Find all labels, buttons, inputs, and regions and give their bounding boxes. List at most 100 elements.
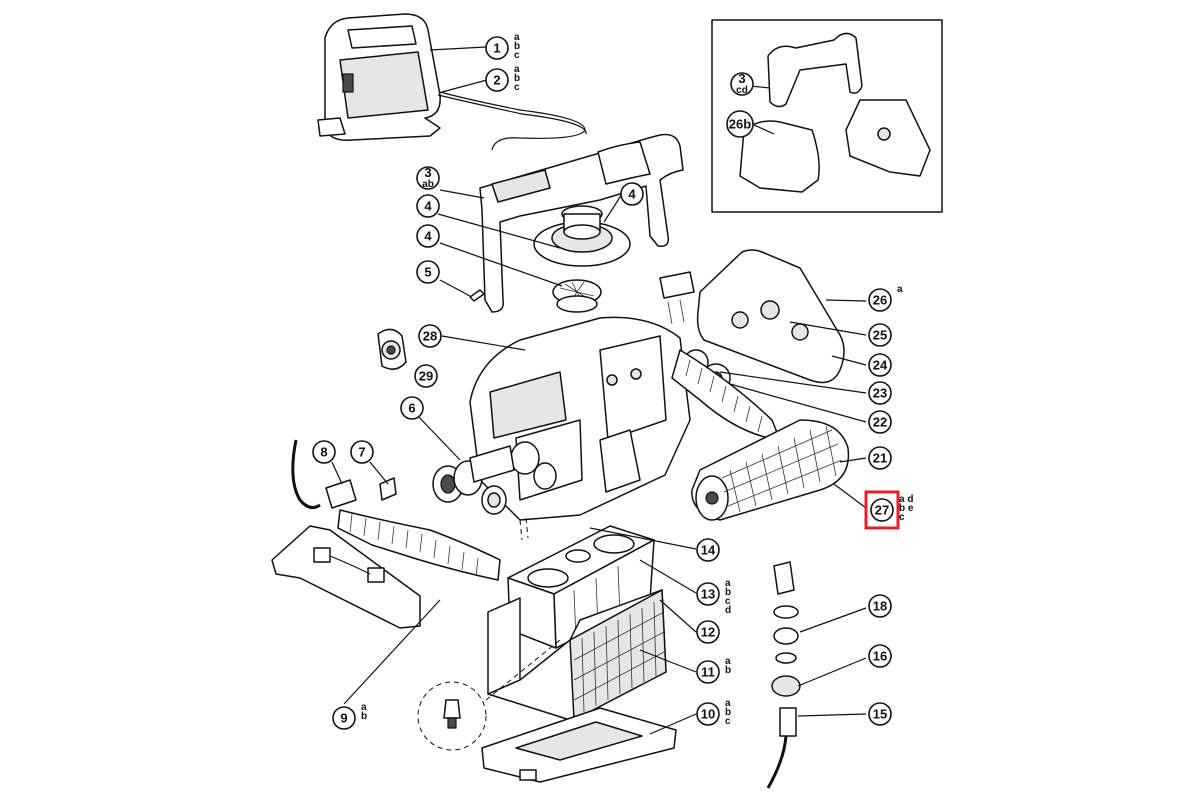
- callout-circle: [620, 182, 644, 206]
- callout-variant: c: [899, 512, 905, 523]
- hose-drawing: [291, 439, 397, 510]
- callout-c27: 27 a db ec: [870, 494, 914, 523]
- roller-bearings-drawing: [432, 445, 515, 515]
- callout-c24: 24: [868, 353, 892, 377]
- callout-circle: [868, 594, 892, 618]
- callout-variant: b e: [899, 503, 914, 514]
- callout-c16: 16: [868, 644, 892, 668]
- callout-variant: a: [514, 64, 520, 75]
- callout-number: 18: [873, 599, 887, 614]
- callout-circle: [312, 440, 336, 464]
- tracks-drawing: [337, 349, 781, 581]
- callout-number: 8: [320, 445, 327, 460]
- callout-variant: b: [725, 707, 731, 718]
- callout-circle: [485, 36, 509, 60]
- callout-number: 3: [424, 165, 431, 180]
- callout-c25: 25: [868, 323, 892, 347]
- callout-circle: [485, 68, 509, 92]
- bottom-frame-drawing: [271, 525, 421, 629]
- callout-number: 22: [873, 415, 887, 430]
- callout-c18: 18: [868, 594, 892, 618]
- callout-c12: 12: [696, 620, 720, 644]
- callout-c23: 23: [868, 381, 892, 405]
- callout-c26: 26 a: [868, 284, 903, 312]
- callout-variant: a d: [899, 494, 913, 505]
- inset-box: [711, 19, 943, 213]
- callout-c14: 14: [696, 538, 720, 562]
- valve-detail-drawing: [417, 517, 561, 751]
- callout-number: 26: [873, 293, 887, 308]
- callout-circle: [696, 538, 720, 562]
- leader-lines: [331, 46, 867, 735]
- callout-circle: [726, 110, 754, 138]
- callout-c4a: 4: [620, 182, 644, 206]
- callout-circle: [868, 446, 892, 470]
- callout-variant: c: [725, 596, 731, 607]
- callout-number: 5: [424, 265, 431, 280]
- callout-c15: 15: [868, 702, 892, 726]
- callout-number: 28: [423, 329, 437, 344]
- callout-variant: a: [725, 656, 731, 667]
- callout-circle: [696, 620, 720, 644]
- callout-c9: 9ab: [332, 702, 367, 730]
- callout-variant: a: [361, 702, 367, 713]
- callout-circle: [868, 353, 892, 377]
- swivel-kit-drawing: [766, 561, 801, 789]
- callout-c21: 21: [868, 446, 892, 470]
- callout-variant: b: [514, 41, 520, 52]
- callout-circle: [868, 644, 892, 668]
- callout-variant: b: [514, 73, 520, 84]
- callout-circle: [696, 660, 720, 684]
- callout-number: 11: [701, 665, 715, 680]
- callout-c4b: 4: [416, 194, 440, 218]
- callout-circle: [868, 381, 892, 405]
- callout-circle: [416, 194, 440, 218]
- filter-basket-drawing: [487, 589, 667, 721]
- swivel-drawing: [377, 328, 407, 370]
- callout-variant: a: [897, 284, 903, 295]
- brush-roller-drawing: [691, 419, 850, 521]
- bottom-plate-drawing: [481, 707, 677, 783]
- callout-variant: c: [514, 82, 520, 93]
- callout-circle: [416, 260, 440, 284]
- callout-circle: [696, 702, 720, 726]
- handle-drawing: [479, 133, 684, 313]
- callout-circle: [868, 323, 892, 347]
- callout-circle: [868, 288, 892, 312]
- callout-variant: c: [514, 50, 520, 61]
- callout-number: 27: [875, 503, 889, 518]
- parts-artwork: [271, 13, 943, 789]
- callout-number: 24: [873, 358, 888, 373]
- callout-number: 3: [738, 71, 745, 86]
- callout-c3ab: 3ab: [416, 165, 440, 190]
- callout-circle: [868, 410, 892, 434]
- callout-circle: [350, 440, 374, 464]
- callout-circle: [696, 582, 720, 606]
- callout-number: 12: [701, 625, 715, 640]
- callout-number: 7: [358, 445, 365, 460]
- callout-c3cd: 3cd: [730, 71, 754, 96]
- callout-c22: 22: [868, 410, 892, 434]
- callout-variant: b: [725, 587, 731, 598]
- callout-number: 23: [873, 386, 887, 401]
- callout-subletters: ab: [422, 179, 434, 190]
- callout-circle: [332, 706, 356, 730]
- callout-circle: [416, 166, 440, 190]
- callout-c29: 29: [414, 364, 438, 388]
- callout-number: 15: [873, 707, 887, 722]
- impeller-drawing: [533, 205, 631, 313]
- callout-c5: 5: [416, 260, 440, 284]
- callout-circle: [868, 702, 892, 726]
- callout-circle: [414, 364, 438, 388]
- callout-c4c: 4: [416, 224, 440, 248]
- callout-c28: 28: [418, 324, 442, 348]
- callout-variant: c: [725, 716, 731, 727]
- callout-circle: [416, 224, 440, 248]
- callout-c8: 8: [312, 440, 336, 464]
- screw-drawing: [469, 289, 485, 302]
- callout-number: 14: [701, 543, 716, 558]
